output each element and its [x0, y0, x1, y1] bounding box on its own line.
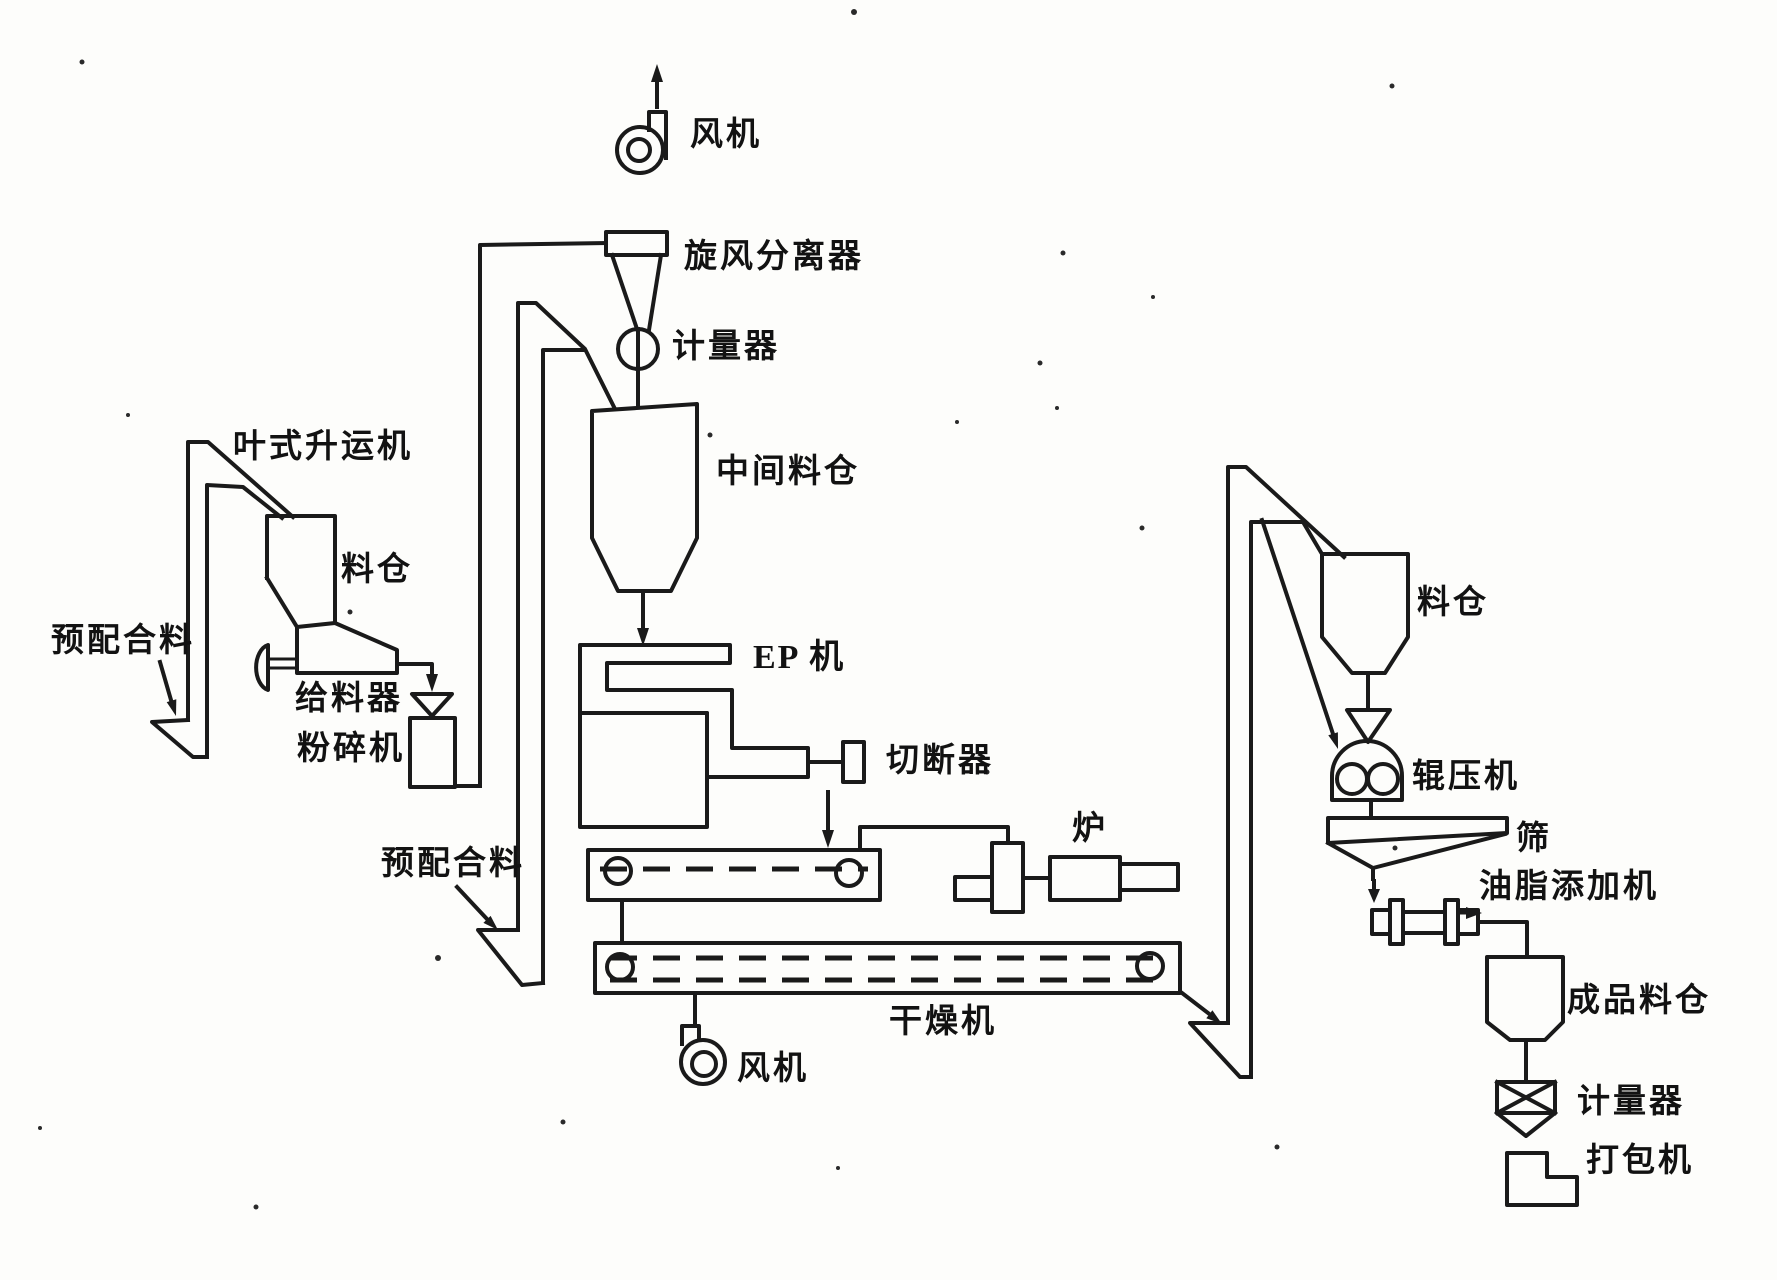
sieve-shape [1325, 816, 1509, 903]
feeder-shape [254, 621, 438, 692]
label-fan-top: 风机 [690, 117, 762, 153]
label-furnace: 炉 [1072, 811, 1108, 847]
dryer-conveyor [593, 941, 1182, 1028]
crusher-shape [408, 692, 482, 789]
label-meter-bottom: 计量器 [1577, 1084, 1685, 1120]
pneumatic-pipe [478, 240, 609, 788]
conveyor-belt-1 [586, 825, 1010, 945]
furnace-shape [953, 841, 1180, 914]
label-dryer: 干燥机 [889, 1004, 997, 1040]
label-roller-press: 辊压机 [1412, 759, 1520, 795]
fat-adder-shape [1370, 898, 1529, 959]
label-premix-mid: 预配合料 [381, 846, 525, 882]
label-fan-bottom: 风机 [737, 1051, 809, 1087]
fan-bottom-icon [679, 1024, 727, 1086]
label-cutter: 切断器 [886, 743, 994, 779]
right-bin-shape [1320, 552, 1410, 744]
label-packer: 打包机 [1586, 1143, 1694, 1179]
label-premix-left: 预配合料 [51, 623, 195, 659]
roller-press-shape [1330, 739, 1404, 820]
cyclone-separator-shape [604, 230, 669, 333]
label-intermediate-bin: 中间料仓 [716, 454, 860, 490]
intermediate-bin-shape [590, 402, 699, 646]
label-sieve: 筛 [1516, 821, 1552, 857]
cutter-shape [822, 740, 866, 848]
label-product-bin: 成品料仓 [1567, 983, 1711, 1019]
fan-top-icon [615, 64, 668, 175]
label-ep-machine: EP 机 [753, 639, 846, 676]
label-feeder: 给料器 [295, 681, 403, 717]
meter-top-icon [616, 327, 660, 408]
label-bin-left: 料仓 [341, 552, 413, 588]
meter-bottom-icon [1494, 1079, 1558, 1138]
ep-machine-shape [578, 643, 845, 829]
label-meter-top: 计量器 [672, 329, 780, 365]
label-fat-adder: 油脂添加机 [1479, 869, 1659, 905]
packer-shape [1505, 1151, 1579, 1207]
label-cyclone: 旋风分离器 [684, 239, 864, 275]
left-bin-shape [264, 514, 337, 630]
label-elevator: 叶式升运机 [233, 429, 413, 465]
elevator-leg-right [1179, 465, 1347, 1079]
label-crusher: 粉碎机 [297, 731, 405, 767]
premix-arrow-middle [454, 884, 498, 930]
premix-arrow-left [157, 659, 177, 716]
scan-noise-specks [38, 9, 1398, 1210]
blade-elevator-shape [150, 440, 296, 759]
label-bin-right: 料仓 [1417, 585, 1489, 621]
product-bin-shape [1485, 955, 1565, 1084]
